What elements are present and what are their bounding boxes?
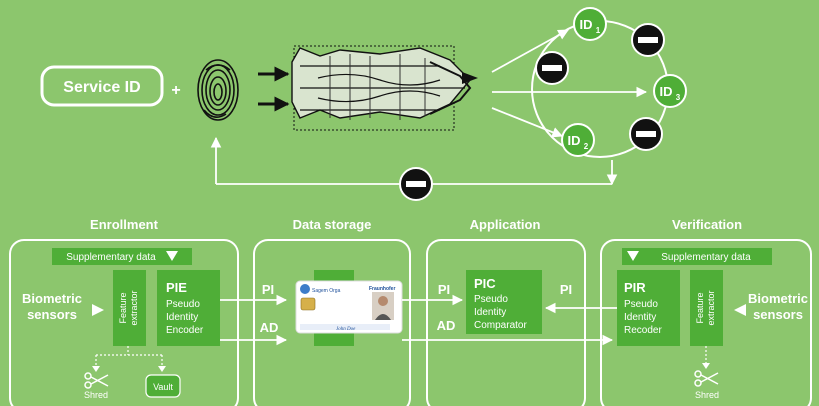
pic-line1: Pseudo [474, 294, 508, 305]
enrollment-dashed-paths [95, 346, 163, 368]
verification-shred-arrow-icon [702, 363, 710, 369]
enrollment-shred-label: Shred [84, 390, 108, 400]
minus-token-3 [629, 117, 663, 151]
service-id-box: Service ID [40, 65, 164, 107]
verification-shred-label: Shred [695, 390, 719, 400]
application-panel: PI AD PI PIC Pseudo Identity Comparator [426, 239, 586, 406]
section-title-application: Application [470, 217, 541, 232]
enrollment-feature-extractor-line1: Feature [118, 292, 128, 323]
vault-label: Vault [153, 382, 173, 392]
pie-title: PIE [166, 280, 187, 295]
id2-node: ID 2 [561, 123, 595, 157]
verification-feature-extractor-box [690, 270, 723, 346]
verification-supplementary-label: Supplementary data [661, 252, 751, 263]
supplementary-down-arrow-icon [166, 251, 178, 261]
pir-title: PIR [624, 280, 646, 295]
verification-biometric-line2: sensors [753, 307, 803, 322]
section-title-enrollment: Enrollment [90, 217, 159, 232]
card-name: John Doe [336, 327, 356, 332]
chip-icon [300, 297, 316, 311]
pic-title: PIC [474, 276, 496, 291]
verification-supplementary-arrow-icon [627, 251, 639, 261]
pic-line2: Identity [474, 307, 506, 318]
app-pi-left: PI [438, 282, 450, 297]
id3-node: ID 3 [653, 74, 687, 108]
pir-box [617, 270, 680, 346]
verification-panel: Supplementary data PIR Pseudo Identity R… [600, 239, 812, 406]
pie-line3: Encoder [166, 325, 204, 336]
enrollment-biometric-line2: sensors [27, 307, 77, 322]
storage-pi-label: PI [262, 282, 274, 297]
pir-line2: Identity [624, 312, 656, 323]
minus-token-loop [399, 167, 433, 201]
scissors-icon [84, 372, 109, 389]
id1-subscript: 1 [596, 26, 601, 35]
pie-line1: Pseudo [166, 299, 200, 310]
storage-ad-label: AD [260, 320, 279, 335]
enrollment-panel: Supplementary data Biometric sensors Fea… [9, 239, 239, 406]
pir-line3: Recoder [624, 325, 662, 336]
fingerprint-icon [197, 59, 239, 121]
biometric-to-extractor-arrow-icon [92, 304, 104, 316]
enrollment-supplementary-label: Supplementary data [66, 252, 156, 263]
pic-box [466, 270, 542, 334]
vault-down-arrow-icon [158, 366, 166, 372]
shred-down-arrow-icon [92, 366, 100, 372]
pir-line1: Pseudo [624, 299, 658, 310]
pie-line2: Identity [166, 312, 198, 323]
card-brand-2: Fraunhofer [369, 286, 395, 292]
enrollment-feature-extractor-box [113, 270, 146, 346]
service-id-label: Service ID [63, 79, 140, 96]
flow-arrows [220, 294, 617, 346]
enrollment-biometric-line1: Biometric [22, 291, 82, 306]
input-arrows [258, 66, 290, 112]
section-title-data-storage: Data storage [293, 217, 372, 232]
enrollment-feature-extractor-line2: extractor [129, 290, 139, 325]
output-arrows [491, 29, 648, 138]
data-storage-panel: PI AD Sagem Orga Fraunhofer John Doe [253, 239, 411, 406]
id3-subscript: 3 [676, 93, 681, 102]
verification-feature-extractor-line1: Feature [695, 292, 705, 323]
id1-node: ID 1 [573, 7, 607, 41]
verification-feature-extractor-line2: extractor [706, 290, 716, 325]
verification-scissors-icon [694, 370, 719, 387]
id2-subscript: 2 [584, 142, 589, 151]
vault-box [145, 374, 181, 398]
section-title-verification: Verification [672, 217, 742, 232]
id1-label: ID [580, 17, 593, 32]
engine-illustration [291, 45, 478, 131]
app-ad-left: AD [437, 318, 456, 333]
id3-label: ID [660, 84, 673, 99]
plus-sign: + [171, 82, 180, 99]
minus-token-1 [535, 51, 569, 85]
app-pi-right: PI [560, 282, 572, 297]
minus-token-2 [631, 23, 665, 57]
pie-box [157, 270, 220, 346]
sensor-to-extractor-arrow-icon [734, 304, 746, 316]
id2-label: ID [568, 133, 581, 148]
pic-line3: Comparator [474, 320, 527, 331]
card-brand-1: Sagem Orga [312, 288, 341, 294]
id-card: Sagem Orga Fraunhofer John Doe [295, 280, 403, 334]
verification-biometric-line1: Biometric [748, 291, 808, 306]
